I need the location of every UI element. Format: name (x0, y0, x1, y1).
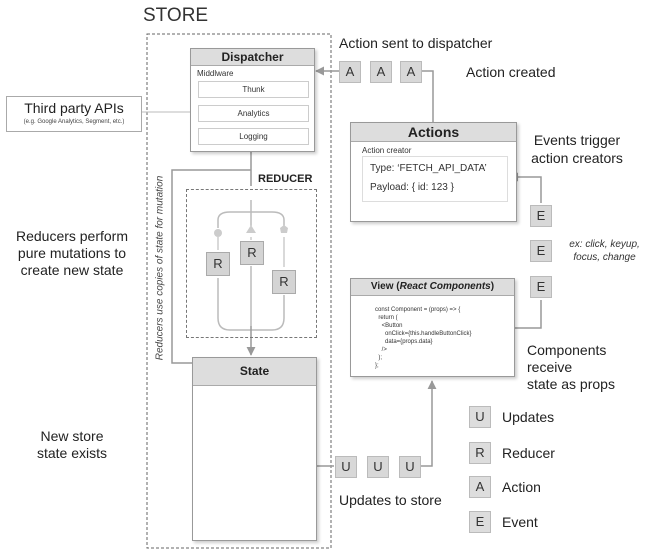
updates-to-store-label: Updates to store (339, 492, 442, 508)
actions-title: Actions (351, 123, 516, 142)
event-chip: E (530, 276, 552, 298)
view-title: View (React Components) (351, 279, 514, 296)
action-chip: A (370, 61, 392, 83)
action-payload-line: Payload: { id: 123 } (370, 182, 454, 193)
dispatcher-box: Dispatcher Middlware Thunk Analytics Log… (190, 48, 315, 152)
reducer-chip: R (272, 270, 296, 294)
action-creator-box: Type: ‘FETCH_API_DATA’ Payload: { id: 12… (362, 156, 508, 202)
dispatcher-title: Dispatcher (191, 49, 314, 66)
view-code-line: /> (375, 347, 387, 353)
action-type-line: Type: ‘FETCH_API_DATA’ (370, 163, 487, 174)
reducer-title: REDUCER (258, 173, 313, 185)
update-chip: U (335, 456, 357, 478)
state-box: State (192, 357, 317, 541)
legend-label: Action (502, 479, 541, 495)
state-title: State (193, 358, 316, 386)
event-chip: E (530, 240, 552, 262)
store-boundary (146, 33, 332, 549)
action-created-label: Action created (466, 64, 556, 80)
store-title: STORE (143, 5, 209, 26)
reducer-box (186, 189, 317, 338)
legend-label: Event (502, 514, 538, 530)
view-code-line: onClick={this.handleButtonClick} (375, 331, 472, 337)
view-box: View (React Components) const Component … (350, 278, 515, 377)
view-code-line: return ( (375, 315, 398, 321)
legend-chip: R (469, 442, 491, 464)
middleware-analytics: Analytics (198, 105, 309, 122)
view-code-line: data={props.data} (375, 339, 433, 345)
view-code-line: ); (375, 355, 382, 361)
middleware-label: Middlware (197, 69, 234, 78)
legend-chip: U (469, 406, 491, 428)
view-code-line: const Component = (props) => { (375, 307, 461, 313)
action-creator-label: Action creator (362, 146, 412, 155)
middleware-thunk: Thunk (198, 81, 309, 98)
event-chip: E (530, 205, 552, 227)
view-code-line: <Button (375, 323, 403, 329)
third-party-subtitle: (e.g. Google Analytics, Segment, etc.) (23, 119, 125, 125)
legend-label: Updates (502, 409, 555, 425)
third-party-apis: Third party APIs (e.g. Google Analytics,… (6, 96, 142, 132)
legend-chip: A (469, 476, 491, 498)
view-code-line: }; (375, 363, 379, 369)
reducer-side-label: Reducers use copies of state for mutatio… (154, 175, 166, 361)
update-chip: U (367, 456, 389, 478)
third-party-title: Third party APIs (24, 100, 124, 116)
action-chip: A (339, 61, 361, 83)
action-chip: A (400, 61, 422, 83)
reducer-chip: R (240, 241, 264, 265)
actions-box: Actions Action creator Type: ‘FETCH_API_… (350, 122, 517, 222)
event-examples-label: ex: click, keyup,focus, change (569, 239, 640, 263)
middleware-logging: Logging (198, 128, 309, 145)
action-sent-label: Action sent to dispatcher (339, 35, 493, 51)
legend-label: Reducer (502, 445, 555, 461)
update-chip: U (399, 456, 421, 478)
legend-chip: E (469, 511, 491, 533)
reducer-chip: R (206, 252, 230, 276)
